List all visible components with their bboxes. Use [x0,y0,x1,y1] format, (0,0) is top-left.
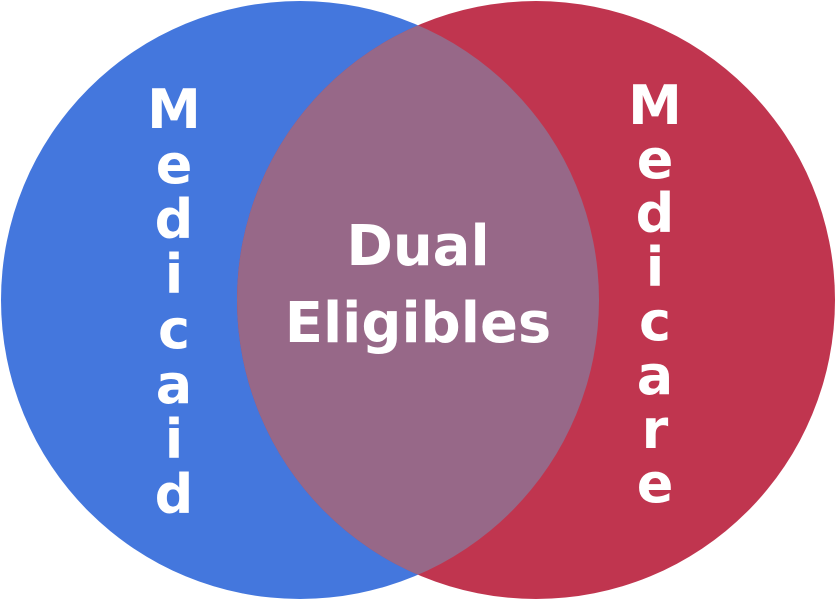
label-letter: M [628,74,682,137]
label-letter: i [165,243,184,306]
label-letter: d [636,182,675,245]
label-letter: e [637,452,674,515]
label-letter: a [637,344,673,407]
label-letter: r [642,398,669,461]
label-letter: e [637,128,674,191]
label-letter: c [158,298,190,361]
label-letter: i [165,408,184,471]
intersection-label-line2: Eligibles [285,291,552,356]
label-letter: d [155,463,194,526]
label-letter: a [156,353,192,416]
intersection-label-line1: Dual [346,214,489,279]
label-letter: e [156,133,193,196]
label-letter: d [155,188,194,251]
label-letter: M [147,78,201,141]
label-letter: i [646,236,665,299]
label-letter: c [639,290,671,353]
dual-eligibles-overlap [237,1,599,599]
